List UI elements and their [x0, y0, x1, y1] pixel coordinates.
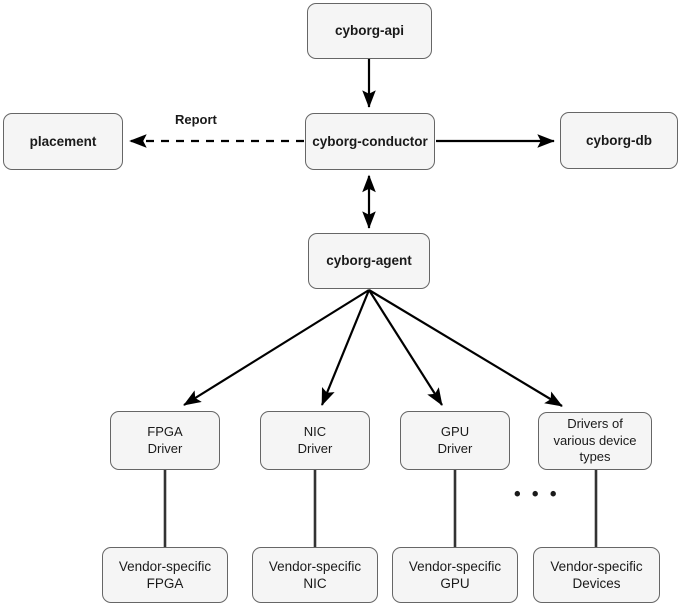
node-nic-driver-label: NIC Driver [297, 423, 333, 456]
node-vendor-specific-nic[interactable]: Vendor-specific NIC [252, 547, 378, 603]
node-fpga-driver-label: FPGA Driver [147, 423, 183, 456]
ellipsis-annotation: • • • [514, 484, 560, 505]
node-fpga-driver[interactable]: FPGA Driver [110, 411, 220, 470]
edge-agent-to-fpga-driver [183, 289, 370, 406]
node-cyborg-api-label: cyborg-api [334, 23, 404, 39]
edge-agent-to-various-drivers [368, 289, 563, 407]
edge-agent-to-nic-driver [320, 289, 371, 406]
edge-label-report: Report [175, 112, 217, 127]
node-vendor-specific-fpga-label: Vendor-specific FPGA [118, 558, 212, 591]
node-vendor-specific-devices-label: Vendor-specific Devices [550, 558, 643, 591]
node-cyborg-db[interactable]: cyborg-db [560, 112, 678, 169]
node-vendor-specific-gpu[interactable]: Vendor-specific GPU [392, 547, 518, 603]
node-cyborg-db-label: cyborg-db [586, 132, 652, 148]
node-vendor-specific-fpga[interactable]: Vendor-specific FPGA [102, 547, 228, 603]
node-various-device-drivers[interactable]: Drivers of various device types [538, 412, 652, 470]
node-cyborg-conductor[interactable]: cyborg-conductor [305, 113, 435, 170]
node-cyborg-conductor-label: cyborg-conductor [312, 133, 428, 149]
node-vendor-specific-gpu-label: Vendor-specific GPU [408, 558, 502, 591]
node-placement[interactable]: placement [3, 113, 123, 170]
node-various-device-drivers-label: Drivers of various device types [553, 416, 637, 465]
edge-agent-to-gpu-driver [368, 289, 443, 406]
node-cyborg-agent[interactable]: cyborg-agent [308, 233, 430, 289]
node-cyborg-api[interactable]: cyborg-api [307, 3, 432, 59]
node-cyborg-agent-label: cyborg-agent [326, 253, 412, 269]
node-vendor-specific-nic-label: Vendor-specific NIC [268, 558, 362, 591]
node-gpu-driver-label: GPU Driver [437, 423, 473, 456]
node-nic-driver[interactable]: NIC Driver [260, 411, 370, 470]
node-vendor-specific-devices[interactable]: Vendor-specific Devices [533, 547, 660, 603]
node-placement-label: placement [29, 133, 97, 149]
node-gpu-driver[interactable]: GPU Driver [400, 411, 510, 470]
